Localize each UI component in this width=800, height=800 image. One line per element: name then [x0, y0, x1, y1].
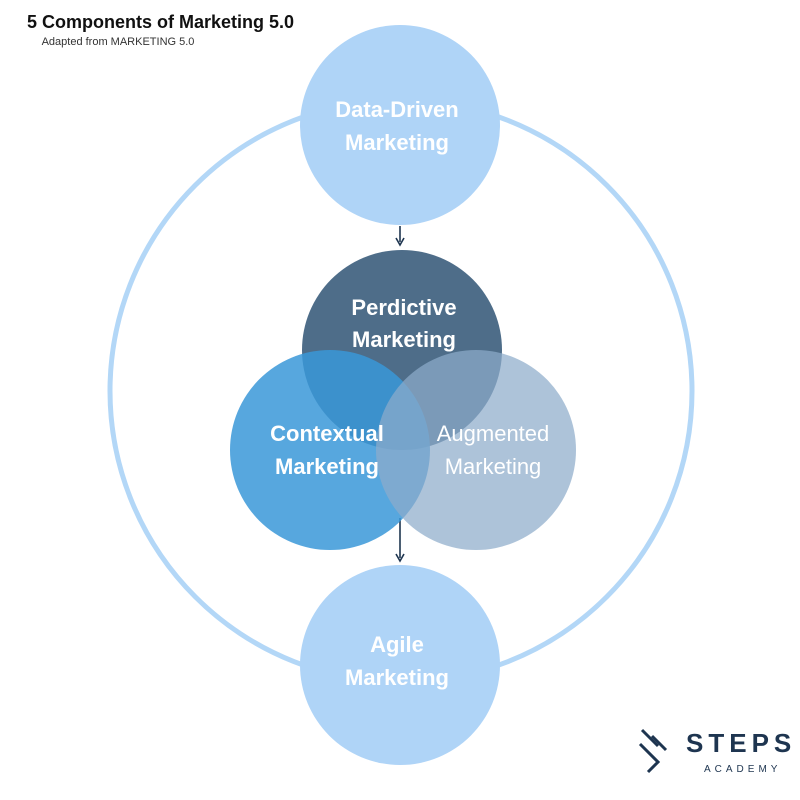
contextual-label-line2: Marketing: [275, 454, 379, 479]
data-driven-label-line1: Data-Driven: [335, 97, 458, 122]
predictive-label-line2: Marketing: [352, 327, 456, 352]
contextual-label-line1: Contextual: [270, 421, 384, 446]
contextual-circle: [230, 350, 430, 550]
logo-subtitle: ACADEMY: [704, 764, 782, 775]
logo-mark-icon: [638, 728, 668, 774]
augmented-label-line2: Marketing: [445, 454, 542, 479]
logo-name: STEPS: [686, 728, 797, 758]
predictive-label-line1: Perdictive: [351, 295, 456, 320]
arrow-down-bottom: [395, 518, 405, 563]
agile-circle: [300, 565, 500, 765]
augmented-label-line1: Augmented: [437, 421, 550, 446]
agile-label-line2: Marketing: [345, 665, 449, 690]
agile-label-line1: Agile: [370, 632, 424, 657]
diagram-subtitle: Adapted from MARKETING 5.0: [41, 36, 195, 48]
augmented-circle: [376, 350, 576, 550]
data-driven-circle: [300, 25, 500, 225]
data-driven-label-line2: Marketing: [345, 130, 449, 155]
diagram-title: 5 Components of Marketing 5.0: [27, 12, 295, 32]
arrow-down-top: [395, 226, 405, 247]
steps-academy-logo: STEPS ACADEMY: [636, 724, 791, 784]
